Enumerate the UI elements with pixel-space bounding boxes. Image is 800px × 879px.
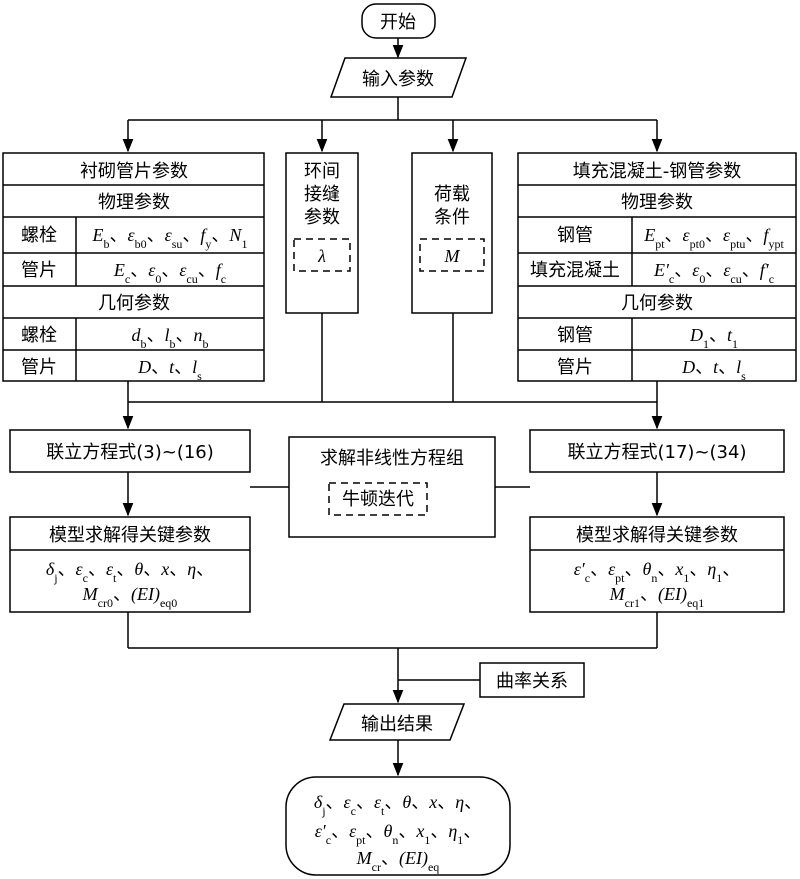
output-node: 输出结果 — [328, 703, 466, 741]
lining-bolt-label: 螺栓 — [21, 225, 57, 246]
start-label: 开始 — [380, 12, 416, 33]
lining-geometric-header: 几何参数 — [98, 293, 170, 314]
filled-geometric-header: 几何参数 — [621, 293, 693, 314]
equations-left-label: 联立方程式(3)~(16) — [46, 442, 214, 463]
filled-segment-geo-label: 管片 — [557, 357, 593, 378]
equations-right-box: 联立方程式(17)~(34) — [529, 429, 785, 473]
model-right-line2: Mcr1、(EI)eq1 — [609, 584, 705, 610]
model-left-box: 模型求解得关键参数 δj、εc、εt、θ、x、η、 Mcr0、(EI)eq0 — [9, 516, 251, 613]
lining-segment-geo-label: 管片 — [21, 357, 57, 378]
lining-segment-label: 管片 — [21, 260, 57, 281]
lining-bolt-physical: Eb、εb0、εsu、fy、N1 — [92, 225, 248, 251]
equations-left-box: 联立方程式(3)~(16) — [9, 429, 251, 473]
input-node: 输入参数 — [329, 57, 468, 98]
load-line-2: 条件 — [434, 207, 470, 228]
lining-params-table: 衬砌管片参数 物理参数 螺栓 Eb、εb0、εsu、fy、N1 管片 Ec、ε0… — [2, 152, 265, 383]
model-left-line2: Mcr0、(EI)eq0 — [82, 584, 178, 610]
filled-tube-geometric: D1、t1 — [689, 325, 738, 351]
result-node: δj、εc、εt、θ、x、η、 ε′c、εpt、θn、x1、η1、 Mcr、(E… — [285, 776, 511, 876]
joint-line-2: 接缝 — [304, 184, 340, 205]
model-right-title: 模型求解得关键参数 — [576, 525, 738, 546]
curvature-label: 曲率关系 — [496, 671, 568, 692]
lining-bolt-geo-label: 螺栓 — [21, 325, 57, 346]
load-conditions-box: 荷载 条件 M — [411, 152, 493, 314]
filled-tube-physical: Ept、εpt0、εptu、fypt — [643, 225, 784, 251]
filled-params-table: 填充混凝土-钢管参数 物理参数 钢管 Ept、εpt0、εptu、fypt 填充… — [517, 152, 797, 383]
result-line1: δj、εc、εt、θ、x、η、 — [314, 792, 482, 818]
joint-line-3: 参数 — [304, 207, 340, 228]
solver-title: 求解非线性方程组 — [320, 448, 464, 469]
curvature-box: 曲率关系 — [479, 662, 585, 698]
result-line2: ε′c、εpt、θn、x1、η1、 — [315, 821, 482, 847]
model-right-box: 模型求解得关键参数 ε′c、εpt、θn、x1、η1、 Mcr1、(EI)eq1 — [529, 516, 785, 613]
solver-box: 求解非线性方程组 牛顿迭代 — [288, 436, 496, 538]
model-left-title: 模型求解得关键参数 — [49, 525, 211, 546]
joint-line-1: 环间 — [304, 161, 340, 182]
filled-segment-geometric: D、t、ls — [681, 357, 746, 383]
joint-symbol: λ — [317, 246, 326, 266]
filled-physical-header: 物理参数 — [621, 192, 693, 213]
lining-segment-geometric: D、t、ls — [137, 357, 202, 383]
lining-title: 衬砌管片参数 — [80, 161, 188, 182]
output-label: 输出结果 — [361, 714, 433, 735]
input-label: 输入参数 — [362, 69, 434, 90]
lining-segment-physical: Ec、ε0、εcu、fc — [113, 260, 226, 286]
lining-bolt-geometric: db、lb、nb — [131, 325, 208, 351]
model-right-line1: ε′c、εpt、θn、x1、η1、 — [574, 559, 741, 585]
filled-concrete-physical: E′c、ε0、εcu、f′c — [653, 260, 774, 286]
filled-tube-label: 钢管 — [557, 225, 593, 246]
equations-right-label: 联立方程式(17)~(34) — [568, 442, 747, 463]
model-left-line1: δj、εc、εt、θ、x、η、 — [46, 559, 214, 585]
start-node: 开始 — [361, 3, 436, 39]
joint-params-box: 环间 接缝 参数 λ — [285, 152, 359, 314]
load-line-1: 荷载 — [434, 184, 470, 205]
filled-tube-geo-label: 钢管 — [557, 325, 593, 346]
filled-title: 填充混凝土-钢管参数 — [573, 161, 742, 182]
result-line3: Mcr、(EI)eq — [356, 848, 440, 874]
lining-physical-header: 物理参数 — [98, 192, 170, 213]
solver-method: 牛顿迭代 — [342, 489, 414, 510]
filled-concrete-label: 填充混凝土 — [530, 260, 620, 281]
load-symbol: M — [444, 246, 461, 266]
